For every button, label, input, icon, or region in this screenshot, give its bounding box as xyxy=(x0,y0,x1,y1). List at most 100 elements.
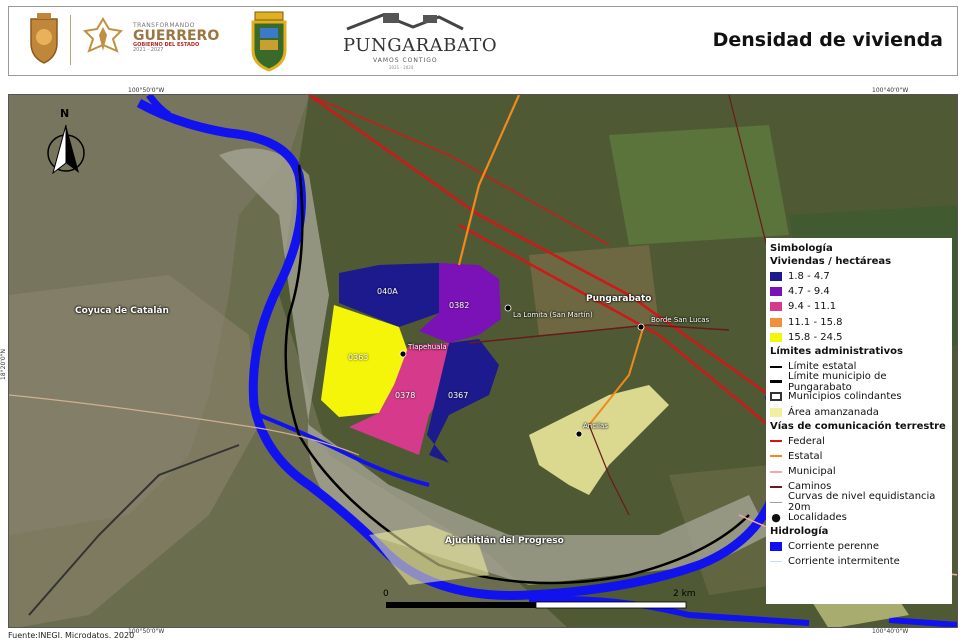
ageb-label-0367: 0367 xyxy=(448,391,469,400)
loc-ancilas: Ancilas xyxy=(583,422,608,430)
ageb-040A[interactable] xyxy=(339,263,439,327)
ageb-label-0378: 0378 xyxy=(395,391,416,400)
ageb-0363[interactable] xyxy=(321,305,409,417)
municipio-years: 2021 - 2024 xyxy=(389,65,414,70)
header-bar: TRANSFORMANDO GUERRERO GOBIERNO DEL ESTA… xyxy=(8,6,958,76)
legend-road-item: Municipal xyxy=(770,464,952,479)
coord-bottom-left: 100°50'0"W xyxy=(128,628,165,635)
road-camino-3 xyxy=(728,95,770,256)
legend-road-item: Curvas de nivel equidistancia 20m xyxy=(770,491,952,513)
ageb-label-040A: 040A xyxy=(377,287,398,296)
river-branch xyxy=(258,413,430,487)
loc-borde: Borde San Lucas xyxy=(651,316,710,324)
guerrero-line4: 2021 - 2027 xyxy=(133,47,164,53)
coord-top-left: 100°50'0"W xyxy=(128,87,165,94)
ageb-label-0363: 0363 xyxy=(348,353,369,362)
locality-dot-loma[interactable] xyxy=(504,304,512,312)
legend-density-title: Viviendas / hectáreas xyxy=(770,256,892,267)
guerrero-emblem-icon xyxy=(83,17,123,53)
legend-road-item: Estatal xyxy=(770,449,952,464)
legend-density-item: 15.8 - 24.5 xyxy=(770,330,952,345)
legend-density-item: 11.1 - 15.8 xyxy=(770,315,952,330)
ageb-0367[interactable] xyxy=(427,339,499,463)
legend-road-item: Federal xyxy=(770,434,952,449)
neighbor-municipality-swatch xyxy=(770,392,782,402)
legend-road-item: Caminos xyxy=(770,479,952,494)
coord-bottom-right: 100°40'0"W xyxy=(872,628,909,635)
river-north xyxy=(146,95,171,119)
density-swatch-3 xyxy=(770,302,782,312)
municipio-tagline: VAMOS CONTIGO xyxy=(373,57,438,64)
legend-admin-item: Límite estatal xyxy=(770,359,952,374)
contour-line xyxy=(770,501,782,503)
place-ajuchitlan: Ajuchitlán del Progreso xyxy=(445,536,564,546)
road-state-2 xyxy=(588,324,645,426)
loc-loma: La Lomita (San Martín) xyxy=(513,311,593,319)
legend-hydro-title: Hidrología xyxy=(770,525,829,537)
legend-hydro-item: Corriente intermitente xyxy=(770,554,952,569)
urban-area-swatch xyxy=(770,407,782,417)
place-pungarabato: Pungarabato xyxy=(586,294,652,304)
legend-hydro-item: Corriente perenne xyxy=(770,539,952,554)
municipal-road-line xyxy=(770,470,782,473)
state-limit-line xyxy=(770,365,782,368)
locality-dot-tlapehuala[interactable] xyxy=(399,350,407,358)
density-swatch-4 xyxy=(770,317,782,327)
density-swatch-1 xyxy=(770,272,782,282)
north-label: N xyxy=(60,107,70,120)
pungarabato-roof-icon xyxy=(346,13,464,31)
loc-tlapehuala: Tlapehuala xyxy=(408,343,447,351)
legend-admin-title: Límites administrativos xyxy=(770,345,903,357)
municipio-name: PUNGARABATO xyxy=(343,35,498,56)
urban-area-ajuchitlan xyxy=(369,525,489,585)
density-swatch-2 xyxy=(770,287,782,297)
neighbor-border xyxy=(28,444,240,616)
road-federal-3 xyxy=(308,95,610,246)
state-road-line xyxy=(770,455,782,458)
legend-road-item: ●Localidades xyxy=(771,510,847,524)
guerrero-line2: GUERRERO xyxy=(133,28,220,44)
density-swatch-5 xyxy=(770,332,782,342)
perennial-stream-swatch xyxy=(770,541,782,551)
legend-title: Simbología xyxy=(770,243,833,254)
ageb-0378[interactable] xyxy=(349,343,469,455)
camino-line xyxy=(770,485,782,488)
intermittent-stream-line xyxy=(770,561,782,563)
locality-dot-icon: ● xyxy=(771,510,781,524)
north-arrow-icon xyxy=(47,124,85,175)
municipal-seal-logo xyxy=(251,11,287,72)
river-southeast xyxy=(888,617,957,627)
coord-left: 18°20'0"N xyxy=(0,349,7,380)
legend-admin-item: Municipios colindantes xyxy=(770,389,952,404)
legend-panel: Simbología Viviendas / hectáreas 1.8 - 4… xyxy=(766,238,952,604)
legend-density-item: 9.4 - 11.1 xyxy=(770,299,952,314)
scale-end-label: 2 km xyxy=(673,589,696,599)
road-municipal-1 xyxy=(9,394,360,456)
municipal-limit-line xyxy=(770,380,782,384)
locality-dot-ancilas[interactable] xyxy=(575,430,583,438)
field-patch-2 xyxy=(529,245,659,335)
guerrero-wordmark: TRANSFORMANDO GUERRERO GOBIERNO DEL ESTA… xyxy=(133,23,219,53)
legend-density-item: 1.8 - 4.7 xyxy=(770,269,952,284)
guerrero-shield-logo xyxy=(30,13,58,64)
federal-road-line xyxy=(770,440,782,443)
river-sandbank xyxy=(219,148,769,586)
scale-bar-white xyxy=(535,601,687,609)
source-footer: Fuente:INEGI. Microdatos. 2020 xyxy=(8,631,135,640)
guerrero-line1: TRANSFORMANDO xyxy=(133,22,195,29)
locality-dot-borde[interactable] xyxy=(637,323,645,331)
legend-roads-title: Vías de comunicación terrestre xyxy=(770,420,946,432)
municipal-border xyxy=(284,164,750,585)
ageb-label-0382: 0382 xyxy=(449,301,470,310)
guerrero-line3: GOBIERNO DEL ESTADO xyxy=(133,42,200,48)
urban-area-ancilas xyxy=(529,385,669,495)
scale-start-label: 0 xyxy=(383,589,389,599)
road-federal-1 xyxy=(308,95,770,397)
map-title: Densidad de vivienda xyxy=(712,29,943,51)
coord-top-right: 100°40'0"W xyxy=(872,87,909,94)
legend-density-item: 4.7 - 9.4 xyxy=(770,284,952,299)
road-camino-1 xyxy=(468,324,730,344)
ageb-0382[interactable] xyxy=(419,263,501,343)
logo-divider xyxy=(70,15,71,65)
hills-shade xyxy=(9,275,259,627)
